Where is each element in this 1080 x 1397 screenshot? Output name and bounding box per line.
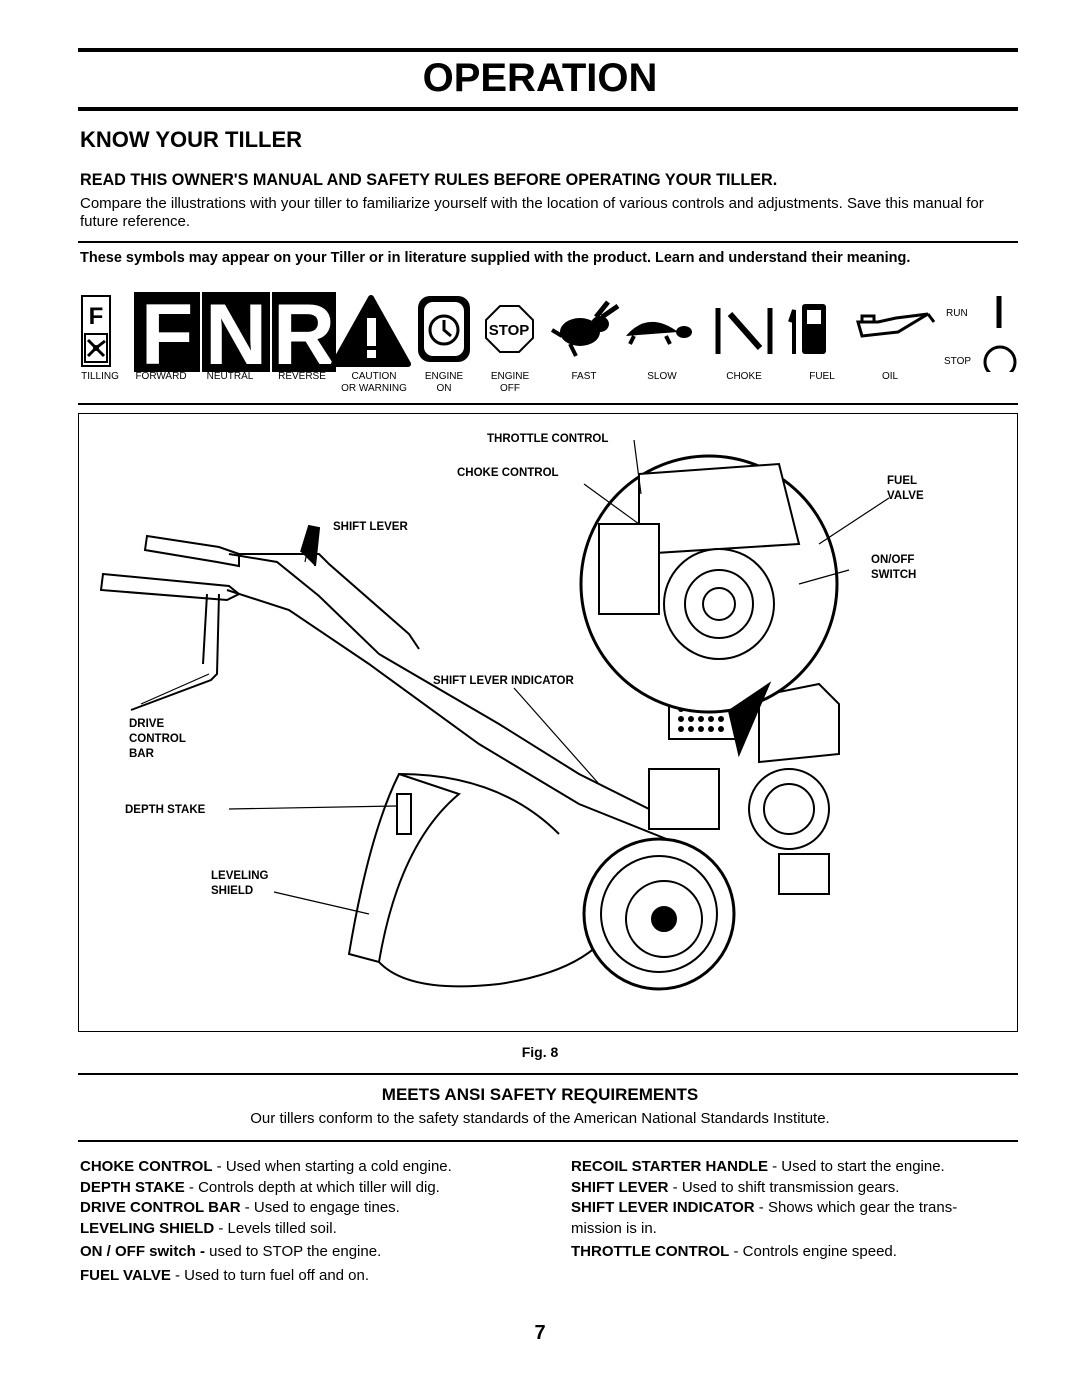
top-rule bbox=[78, 48, 1018, 52]
engine-off-glyph: STOP bbox=[489, 322, 530, 339]
engine-on-icon bbox=[418, 296, 470, 362]
forward-icon: F bbox=[134, 292, 200, 372]
choke-icon bbox=[715, 308, 773, 354]
engine-off-icon: STOP bbox=[485, 305, 534, 353]
stop-icon bbox=[983, 345, 1017, 372]
caution-icon bbox=[331, 295, 411, 367]
symbol-label-neutral: NEUTRAL bbox=[206, 371, 254, 382]
neutral-icon: N bbox=[202, 292, 270, 372]
symbols-note: These symbols may appear on your Tiller … bbox=[80, 250, 911, 266]
symbol-label-oil: OIL bbox=[881, 371, 899, 382]
callout-choke-control: CHOKE CONTROL bbox=[457, 467, 559, 479]
page-number: 7 bbox=[534, 1322, 546, 1344]
definition-item: SHIFT LEVER - Used to shift transmission… bbox=[571, 1178, 900, 1196]
callout-throttle-control: THROTTLE CONTROL bbox=[487, 433, 609, 445]
ansi-text: Our tillers conform to the safety standa… bbox=[250, 1110, 830, 1127]
definition-item: SHIFT LEVER INDICATOR - Shows which gear… bbox=[571, 1199, 958, 1216]
definition-item: DEPTH STAKE - Controls depth at which ti… bbox=[80, 1178, 440, 1196]
symbol-label-reverse: REVERSE bbox=[278, 371, 326, 382]
definitions-left: CHOKE CONTROL - Used when starting a col… bbox=[80, 1157, 550, 1286]
section-subheading: READ THIS OWNER'S MANUAL AND SAFETY RULE… bbox=[80, 171, 778, 189]
symbol-label-fuel: FUEL bbox=[809, 371, 835, 382]
symbol-label-choke: CHOKE bbox=[726, 371, 762, 382]
definition-item: RECOIL STARTER HANDLE - Used to start th… bbox=[571, 1158, 945, 1175]
definition-item: LEVELING SHIELD - Levels tilled soil. bbox=[80, 1219, 337, 1237]
fast-icon bbox=[550, 300, 620, 357]
symbol-label-forward: FORWARD bbox=[135, 371, 187, 382]
oil-icon bbox=[856, 312, 936, 338]
neutral-glyph: N bbox=[205, 292, 267, 372]
symbol-label-fast: FAST bbox=[571, 371, 597, 382]
fuel-icon bbox=[788, 304, 826, 354]
symbol-label-slow: SLOW bbox=[647, 371, 677, 382]
forward-glyph: F bbox=[141, 292, 194, 372]
run-label: RUN bbox=[946, 308, 968, 319]
section-heading: KNOW YOUR TILLER bbox=[80, 127, 303, 152]
ansi-top-rule bbox=[78, 1073, 1018, 1075]
symbol-label-tilling: TILLING bbox=[81, 371, 119, 382]
tilling-glyph: F bbox=[89, 303, 104, 330]
reverse-icon: R bbox=[272, 292, 336, 372]
figure-caption: Fig. 8 bbox=[521, 1044, 559, 1060]
definition-item: THROTTLE CONTROL - Controls engine speed… bbox=[571, 1243, 897, 1260]
symbols-bottom-rule bbox=[78, 403, 1018, 405]
definition-item: mission is in. bbox=[571, 1219, 657, 1237]
definition-item: ON / OFF switch - used to STOP the engin… bbox=[80, 1243, 382, 1260]
callout-shift-lever: SHIFT LEVER bbox=[333, 521, 408, 533]
ansi-heading: MEETS ANSI SAFETY REQUIREMENTS bbox=[381, 1085, 699, 1104]
callout-shift-lever-indicator: SHIFT LEVER INDICATOR bbox=[433, 675, 574, 687]
definition-item: DRIVE CONTROL BAR - Used to engage tines… bbox=[80, 1199, 400, 1216]
ansi-bottom-rule bbox=[78, 1140, 1018, 1142]
title-rule bbox=[78, 107, 1018, 111]
page-title: OPERATION bbox=[422, 56, 658, 100]
symbols-row: F F N R STOP bbox=[81, 292, 1017, 372]
definition-item: FUEL VALVE - Used to turn fuel off and o… bbox=[80, 1266, 370, 1284]
callout-depth-stake: DEPTH STAKE bbox=[125, 804, 206, 816]
definition-item: CHOKE CONTROL - Used when starting a col… bbox=[80, 1158, 452, 1175]
tilling-icon: F bbox=[81, 295, 111, 367]
stop-label: STOP bbox=[944, 356, 972, 367]
symbols-top-rule bbox=[78, 241, 1018, 243]
definitions-right: RECOIL STARTER HANDLE - Used to start th… bbox=[571, 1157, 1021, 1263]
tiller-illustration bbox=[99, 439, 890, 991]
intro-paragraph: Compare the illustrations with your till… bbox=[80, 195, 984, 230]
slow-icon bbox=[626, 321, 692, 345]
reverse-glyph: R bbox=[273, 292, 335, 372]
